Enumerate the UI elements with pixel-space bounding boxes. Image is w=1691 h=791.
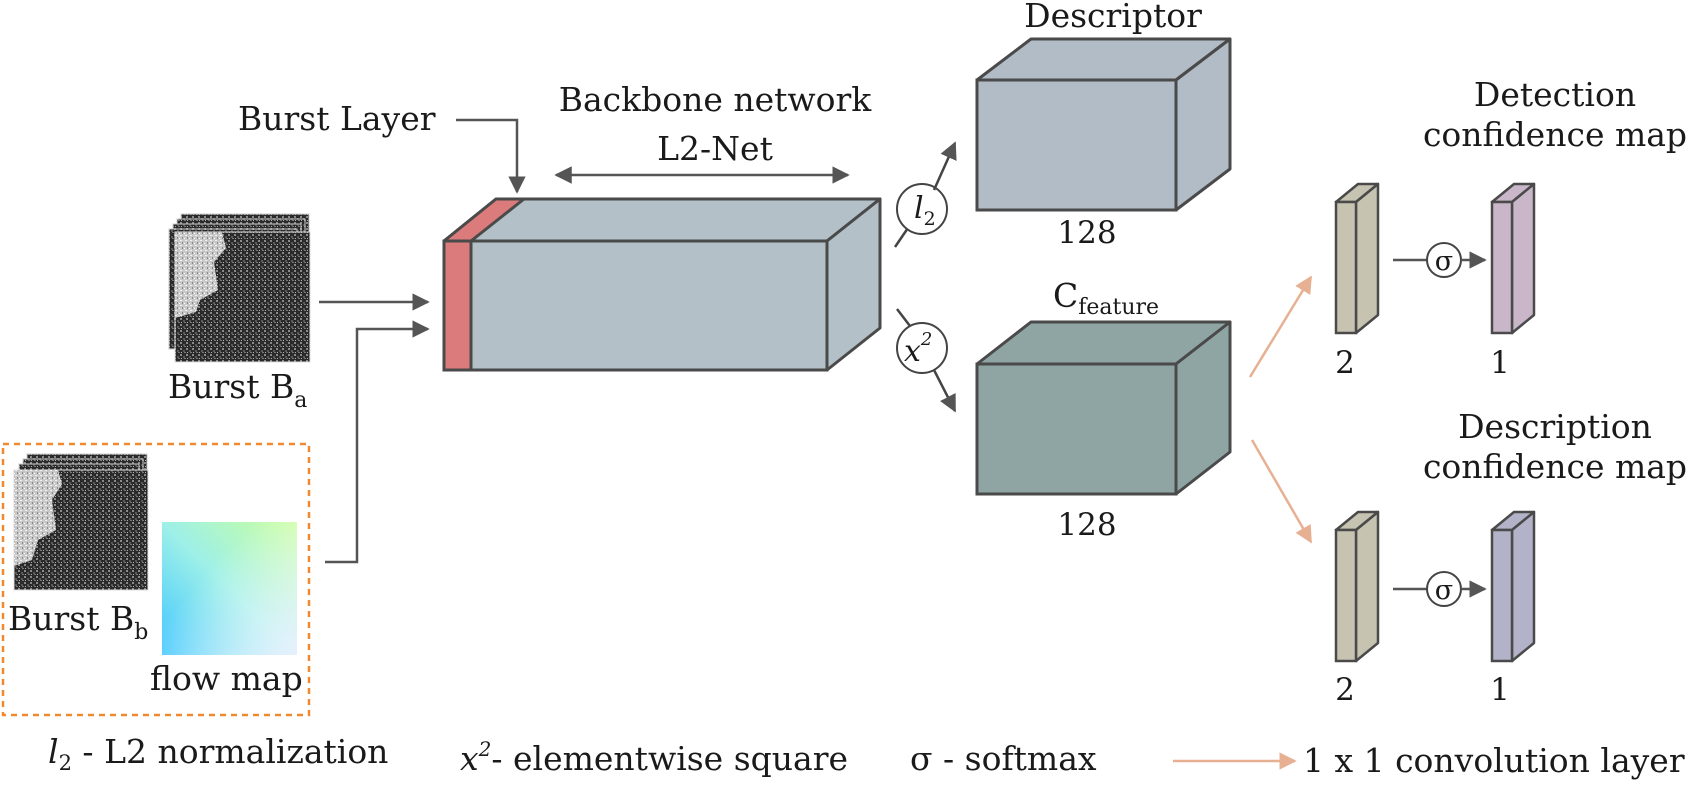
description-label: Description <box>1458 407 1652 446</box>
detection-softmax-symbol: σ <box>1435 246 1453 277</box>
detection-in-channels: 2 <box>1335 345 1355 381</box>
backbone-block <box>442 197 882 372</box>
c-feature-block <box>975 320 1232 496</box>
l2-operation-symbol: l2 <box>914 191 936 230</box>
legend-conv: 1 x 1 convolution layer <box>1303 741 1685 780</box>
burst-b-arrow <box>325 320 430 564</box>
descriptor-label: Descriptor <box>1024 0 1202 35</box>
feature-channels: 128 <box>1057 507 1116 543</box>
burst-layer-label: Burst Layer <box>238 99 436 138</box>
description-out-channels: 1 <box>1490 672 1510 708</box>
description-conv-block <box>1334 510 1380 663</box>
x2-branch-line <box>896 308 911 327</box>
descriptor-channels: 128 <box>1057 215 1116 251</box>
flow-map-image <box>162 522 297 655</box>
burst-b-image-stack <box>13 453 149 591</box>
x2-operation-symbol: x2 <box>904 329 932 369</box>
burst-b-input-box <box>1 442 311 717</box>
legend-sigma: σ - softmax <box>910 739 1097 778</box>
l2-operation-node <box>896 183 948 235</box>
l2-to-descriptor-arrow <box>932 141 957 191</box>
detection-out-channels: 1 <box>1490 345 1510 381</box>
x2-operation-node <box>896 322 948 374</box>
conv-arrow-description <box>1250 439 1313 544</box>
x2-to-feature-arrow <box>932 369 957 413</box>
burst-layer-slab <box>442 197 526 372</box>
description-confidence-map <box>1490 510 1536 663</box>
descriptor-block <box>975 37 1232 212</box>
backbone-label: Backbone network <box>559 80 873 119</box>
conv-arrow-detection <box>1248 275 1313 378</box>
legend: l2 - L2 normalization x2- elementwise sq… <box>48 732 1685 780</box>
detection-label: Detection <box>1474 75 1636 114</box>
detection-conv-block <box>1334 182 1380 335</box>
flow-map-label: flow map <box>150 659 303 698</box>
detection-confidence-map <box>1490 182 1536 335</box>
burst-a-label: Burst Ba <box>168 367 307 413</box>
c-feature-label: Cfeature <box>1053 276 1159 320</box>
burst-a-image-stack <box>168 213 311 363</box>
burst-b-label: Burst Bb <box>8 599 148 645</box>
detection-label-line2: confidence map <box>1423 115 1687 154</box>
description-label-line2: confidence map <box>1423 447 1687 486</box>
description-softmax-symbol: σ <box>1435 575 1453 606</box>
legend-l2: l2 - L2 normalization <box>48 732 388 775</box>
burst-layer-arrow <box>456 118 526 194</box>
description-in-channels: 2 <box>1335 672 1355 708</box>
legend-x2: x2- elementwise square <box>460 737 848 778</box>
backbone-net-name: L2-Net <box>657 129 773 168</box>
